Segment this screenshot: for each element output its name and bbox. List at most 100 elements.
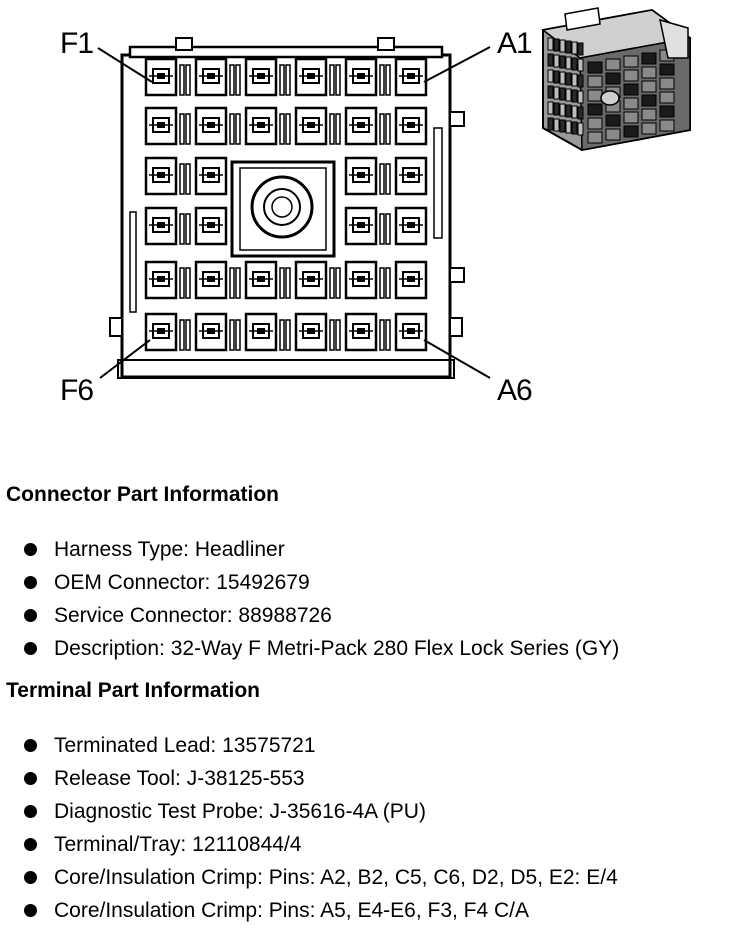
callout-a1: A1 (497, 27, 532, 60)
cavity-rib (185, 267, 191, 299)
photo-cell (547, 85, 554, 99)
photo-cell (659, 77, 675, 90)
pin-cavity (344, 57, 378, 97)
cavity-rib (379, 113, 385, 145)
photo-cell (571, 57, 578, 71)
bullet-icon (24, 543, 37, 556)
photo-cell (587, 75, 603, 88)
connector-diagram: F1 A1 F6 A6 (60, 7, 692, 407)
photo-cell (559, 55, 566, 69)
cavity-rib (385, 319, 391, 351)
photo-cell (565, 88, 572, 102)
photo-cell (623, 69, 639, 82)
photo-cell (571, 41, 578, 55)
photo-cell (571, 121, 578, 135)
photo-cell (641, 108, 657, 121)
photo-cell (559, 103, 566, 117)
cavity-rib (185, 163, 191, 195)
cavity-rib (279, 64, 285, 96)
cavity-rib (279, 267, 285, 299)
photo-cell (559, 119, 566, 133)
photo-cell (553, 70, 560, 84)
list-item: Release Tool: J-38125-553 (0, 762, 618, 795)
photo-cell (547, 69, 554, 83)
photo-cell (553, 86, 560, 100)
connector-part-info-list: Harness Type: Headliner OEM Connector: 1… (0, 533, 619, 665)
cavity-rib (179, 163, 185, 195)
cavity-rib (185, 213, 191, 245)
photo-cell (565, 104, 572, 118)
photo-cell (571, 73, 578, 87)
photo-cell (547, 117, 554, 131)
photo-cell (641, 66, 657, 79)
cavity-rib (285, 319, 291, 351)
list-item: Core/Insulation Crimp: Pins: A5, E4-E6, … (0, 894, 618, 927)
terminal-part-info-heading: Terminal Part Information (6, 679, 260, 702)
photo-cell (547, 53, 554, 67)
leader-lines (97, 46, 491, 379)
photo-cell (623, 55, 639, 68)
callout-a6: A6 (497, 374, 532, 407)
connector-face (109, 37, 465, 379)
list-item: Terminal/Tray: 12110844/4 (0, 828, 618, 861)
cavity-rib (335, 267, 341, 299)
photo-cell (587, 89, 603, 102)
photo-cell (659, 119, 675, 132)
photo-cell (553, 54, 560, 68)
photo-cell (587, 103, 603, 116)
photo-cell (565, 40, 572, 54)
photo-cell (605, 128, 621, 141)
photo-cell (605, 58, 621, 71)
cavity-rib (235, 113, 241, 145)
cavity-rib (185, 113, 191, 145)
cavity-rib (285, 113, 291, 145)
list-item: Service Connector: 88988726 (0, 599, 619, 632)
photo-cell (577, 90, 584, 104)
list-item: Core/Insulation Crimp: Pins: A2, B2, C5,… (0, 861, 618, 894)
photo-cell (587, 61, 603, 74)
cavity-rib (185, 64, 191, 96)
bullet-icon (24, 871, 37, 884)
bullet-icon (24, 609, 37, 622)
cavity-rib (179, 113, 185, 145)
pin-cavity (394, 106, 428, 146)
cavity-rib (329, 64, 335, 96)
pin-cavity (344, 206, 378, 246)
photo-cell (553, 118, 560, 132)
photo-cell (623, 97, 639, 110)
bullet-icon (24, 805, 37, 818)
cavity-rib (329, 319, 335, 351)
connector-photo (541, 7, 692, 152)
photo-cell (623, 111, 639, 124)
list-item: Description: 32-Way F Metri-Pack 280 Fle… (0, 632, 619, 665)
cavity-rib (235, 64, 241, 96)
photo-cell (623, 83, 639, 96)
photo-cell (553, 102, 560, 116)
photo-cell (577, 122, 584, 136)
photo-cell (659, 63, 675, 76)
cavity-rib (179, 267, 185, 299)
cavity-rib (379, 267, 385, 299)
photo-cell (547, 101, 554, 115)
photo-cell (587, 131, 603, 144)
bullet-icon (24, 576, 37, 589)
cavity-rib (385, 113, 391, 145)
photo-cell (565, 120, 572, 134)
list-item: Terminated Lead: 13575721 (0, 729, 618, 762)
bullet-icon (24, 772, 37, 785)
list-item: Harness Type: Headliner (0, 533, 619, 566)
cavity-rib (329, 267, 335, 299)
callout-f1: F1 (60, 27, 93, 60)
center-lock-boss (230, 160, 336, 258)
photo-cell (587, 117, 603, 130)
photo-cell (605, 114, 621, 127)
cavity-rib (379, 163, 385, 195)
list-item: Diagnostic Test Probe: J-35616-4A (PU) (0, 795, 618, 828)
cavity-rib (379, 213, 385, 245)
cavity-rib (385, 64, 391, 96)
photo-cell (623, 125, 639, 138)
list-item: OEM Connector: 15492679 (0, 566, 619, 599)
cavity-rib (179, 64, 185, 96)
photo-cell (641, 122, 657, 135)
photo-cell (641, 94, 657, 107)
